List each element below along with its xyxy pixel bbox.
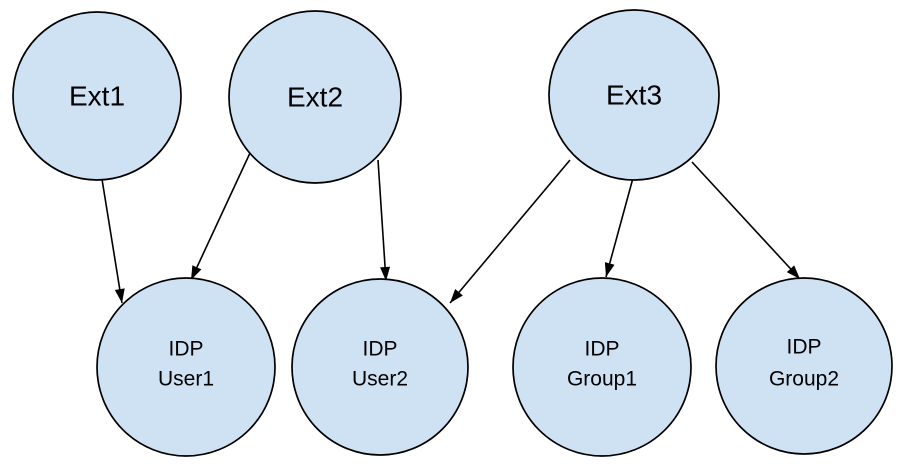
node-idp-group2: IDP Group2 bbox=[715, 277, 893, 455]
edge-ext3-to-idp-user2 bbox=[449, 159, 571, 304]
edge-ext3-to-idp-group2 bbox=[691, 161, 801, 280]
node-ext3-label-line: Ext3 bbox=[606, 80, 662, 111]
node-ext2-label: Ext2 bbox=[287, 82, 343, 113]
node-idp-group1: IDP Group1 bbox=[512, 277, 692, 457]
node-ext3-circle bbox=[548, 9, 720, 181]
edge-ext1-to-idp-user1 bbox=[100, 172, 125, 304]
edge-ext3-to-idp-group1 bbox=[604, 177, 634, 278]
node-idp-user2-label: IDP User2 bbox=[352, 338, 408, 391]
node-ext1-circle bbox=[12, 11, 182, 181]
node-idp-group2-circle bbox=[715, 277, 893, 455]
node-idp-user1-circle bbox=[96, 277, 276, 457]
node-idp-user1-label: IDP User1 bbox=[158, 338, 214, 391]
node-idp-group1-label: IDP Group1 bbox=[567, 338, 637, 391]
node-ext3: Ext3 bbox=[548, 9, 720, 181]
edge-ext2-to-idp-user1 bbox=[190, 152, 251, 281]
node-idp-group1-circle bbox=[512, 277, 692, 457]
node-ext2-circle bbox=[228, 10, 402, 184]
node-idp-group1-label-line: IDP bbox=[584, 338, 619, 361]
node-idp-user2-label-line: User2 bbox=[352, 368, 408, 391]
node-ext3-label: Ext3 bbox=[606, 80, 662, 111]
node-ext1: Ext1 bbox=[12, 11, 182, 181]
node-idp-user2-label-line: IDP bbox=[362, 338, 397, 361]
edge-ext2-to-idp-user2 bbox=[377, 159, 391, 282]
node-ext2: Ext2 bbox=[228, 10, 402, 184]
node-idp-group1-label-line: Group1 bbox=[567, 368, 637, 391]
node-idp-user1-label-line: User1 bbox=[158, 368, 214, 391]
node-idp-group2-label-line: Group2 bbox=[769, 368, 839, 391]
node-idp-user1-label-line: IDP bbox=[168, 338, 203, 361]
node-ext2-label-line: Ext2 bbox=[287, 82, 343, 113]
edges-layer bbox=[100, 152, 801, 304]
node-idp-user2: IDP User2 bbox=[291, 278, 469, 456]
node-idp-user1: IDP User1 bbox=[96, 277, 276, 457]
node-idp-group2-label-line: IDP bbox=[786, 336, 821, 359]
node-idp-group2-label: IDP Group2 bbox=[769, 336, 839, 391]
node-ext1-label-line: Ext1 bbox=[69, 81, 125, 112]
node-ext1-label: Ext1 bbox=[69, 81, 125, 112]
node-idp-user2-circle bbox=[291, 278, 469, 456]
